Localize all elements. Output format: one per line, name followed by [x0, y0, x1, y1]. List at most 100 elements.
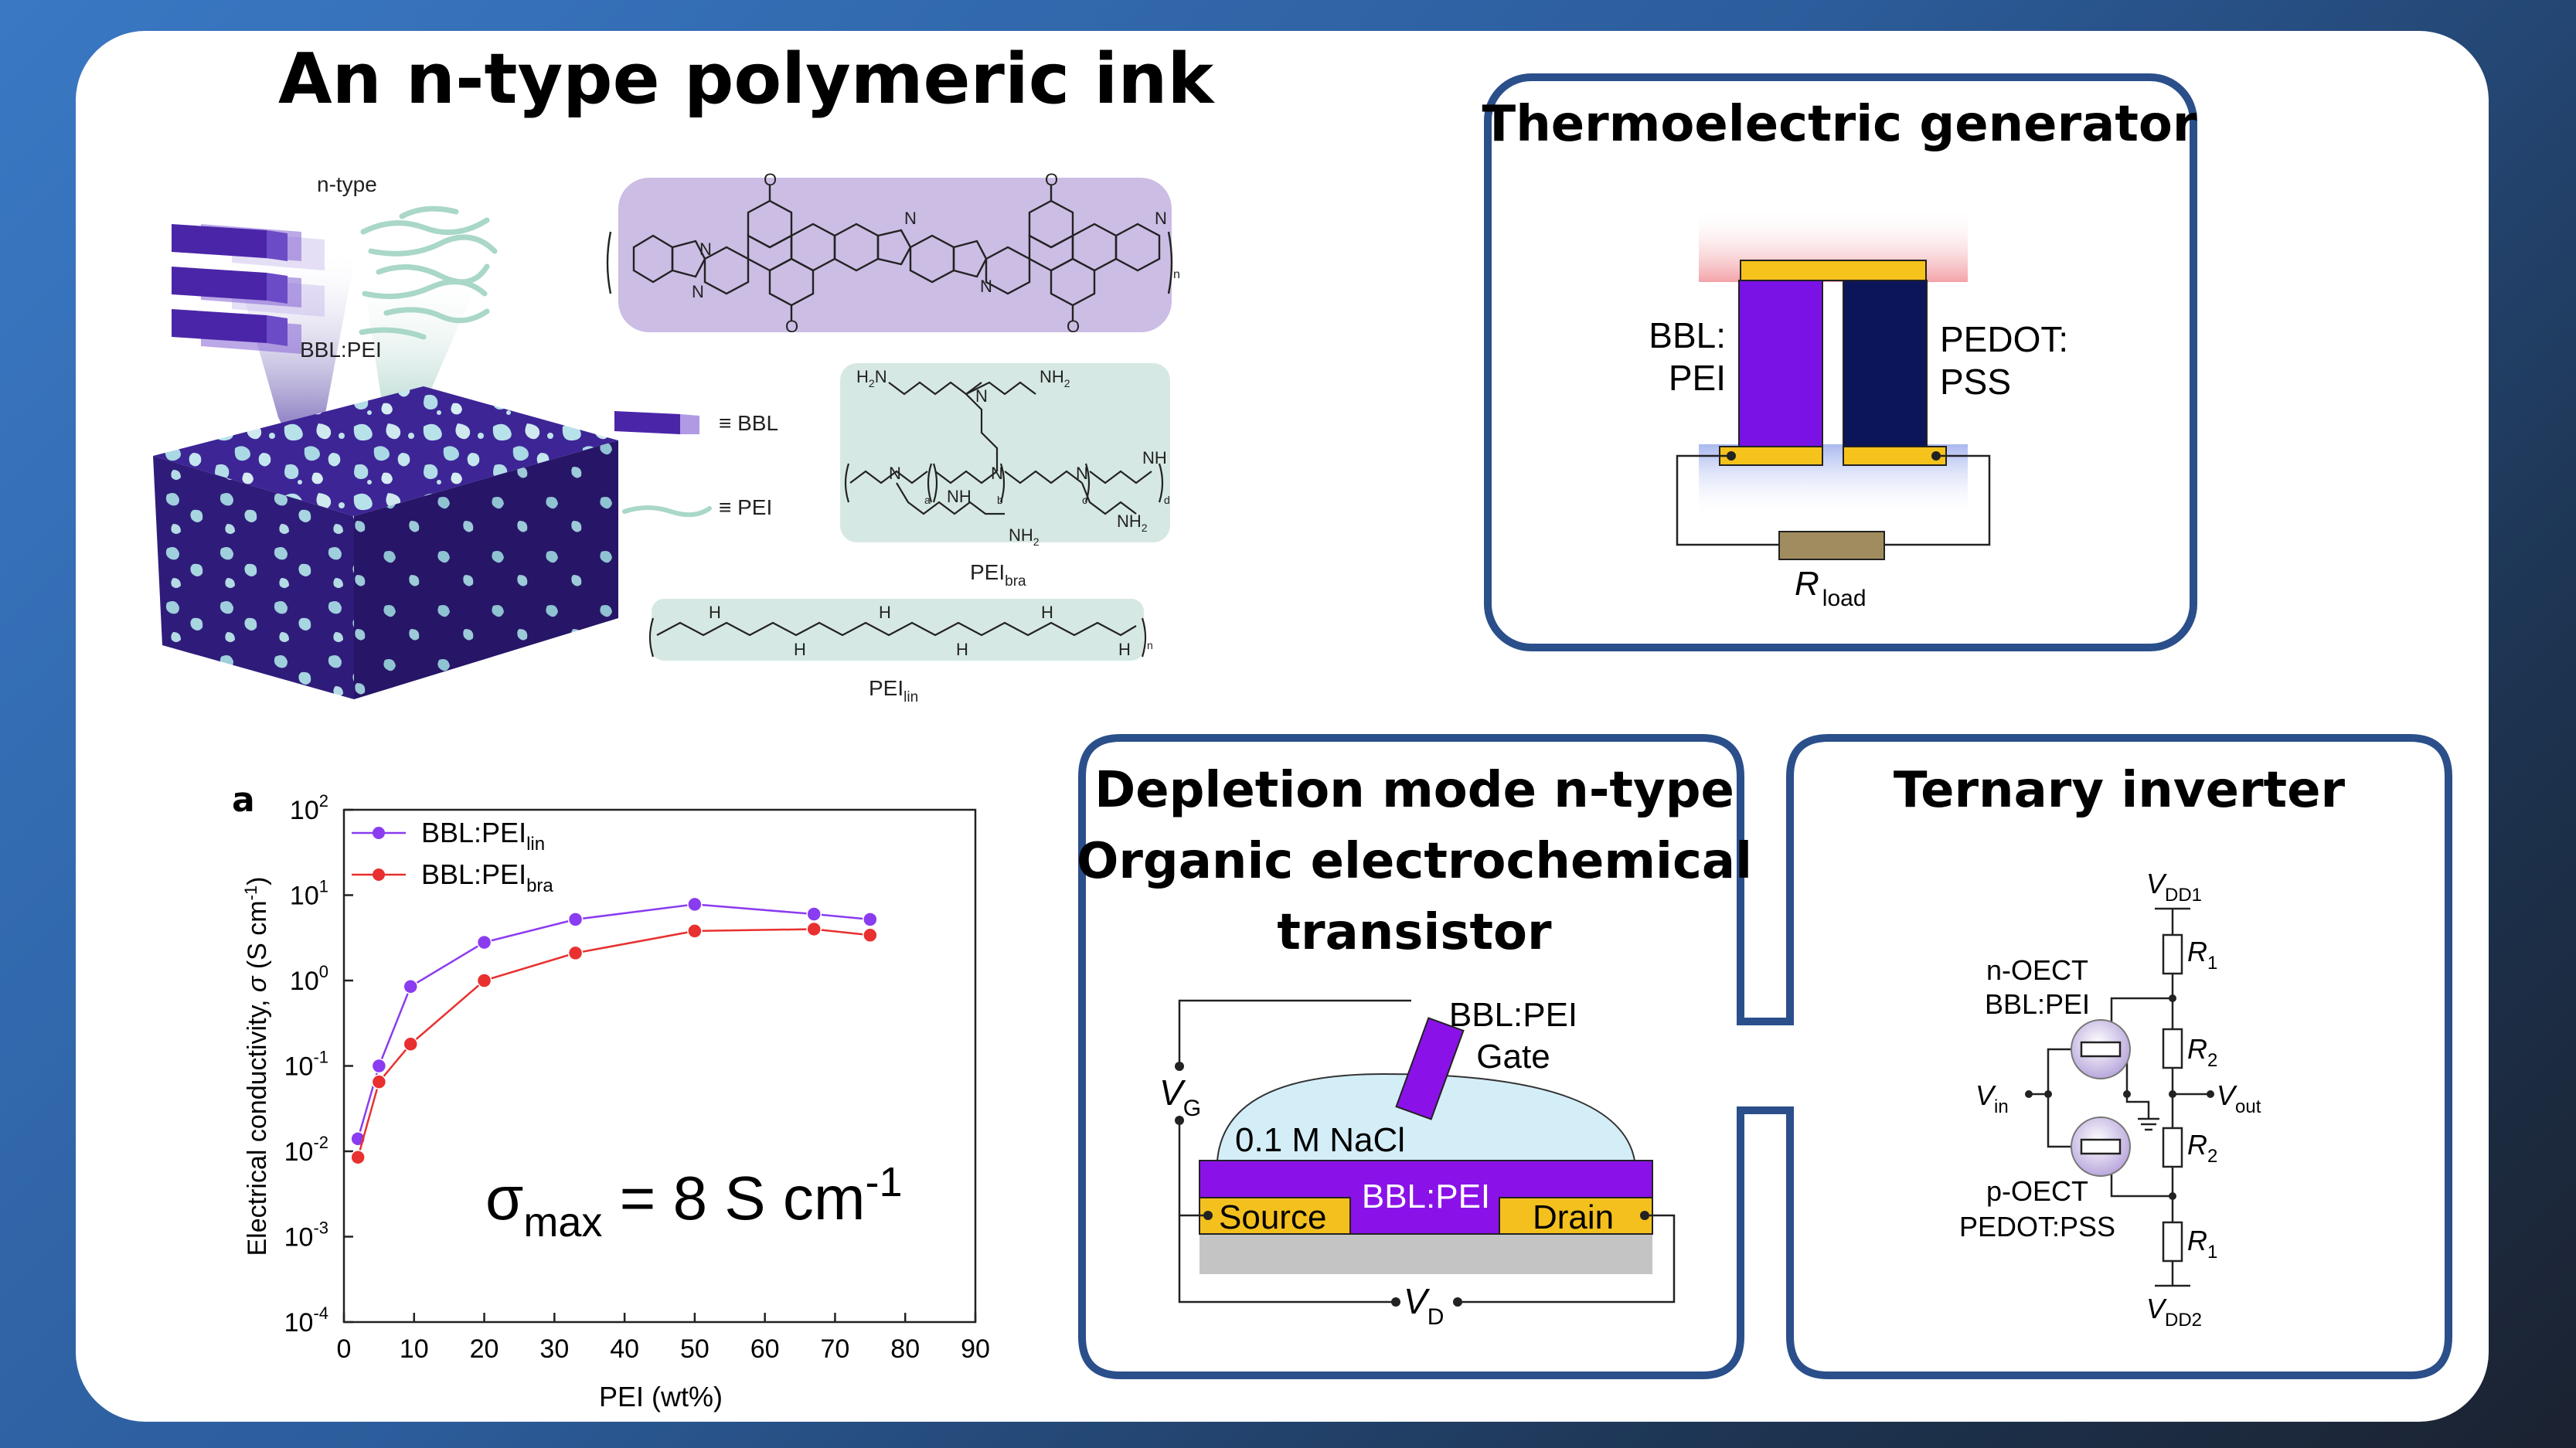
- teg-left-label-1: BBL:: [1649, 315, 1726, 355]
- x-tick-label: 90: [961, 1334, 990, 1364]
- source-label: Source: [1219, 1198, 1326, 1236]
- legend-series-1: BBL:PEIlin: [421, 817, 545, 855]
- x-tick-label: 20: [470, 1334, 499, 1364]
- pei-strands-icon: [359, 206, 498, 340]
- bottom-contact-right: [1843, 446, 1947, 466]
- atom-n-pei-4: N: [1076, 464, 1088, 483]
- r1-top: [2162, 933, 2183, 975]
- atom-nh2-3: NH2: [1117, 512, 1148, 534]
- series-1-line: [356, 903, 870, 1140]
- atom-o-3: O: [1045, 170, 1058, 189]
- atom-h-lin-1: H: [709, 603, 721, 622]
- atom-h-lin-6: H: [1118, 640, 1131, 659]
- r1-bottom-label: R1: [2187, 1225, 2217, 1263]
- subscript-d: d: [1164, 494, 1170, 506]
- channel-label: BBL:PEI: [1362, 1178, 1490, 1215]
- gate-label-1: BBL:PEI: [1449, 996, 1577, 1034]
- sigma-max-annotation: σmax = 8 S cm-1: [485, 1159, 903, 1246]
- chart-legend: BBL:PEIlin BBL:PEIbra: [352, 817, 553, 896]
- pei-bra-label: PEIbra: [970, 560, 1026, 590]
- atom-n-4: N: [1155, 209, 1167, 228]
- r2-top-label: R2: [2187, 1033, 2217, 1071]
- x-tick-label: 40: [610, 1334, 639, 1364]
- series-2-point: [687, 923, 703, 939]
- n-leg-bbl-pei: [1738, 280, 1823, 447]
- substrate: [1200, 1234, 1652, 1274]
- atom-nh2-1: NH2: [1040, 367, 1070, 389]
- atom-o-2: O: [785, 317, 798, 336]
- load-resistor: [1778, 531, 1885, 560]
- gate-label-2: Gate: [1476, 1038, 1550, 1076]
- atom-n-pei-3: N: [991, 464, 1003, 483]
- teg-right-label-2: PSS: [1940, 362, 2011, 402]
- x-tick-label: 70: [821, 1334, 850, 1364]
- vout-label: Vout: [2217, 1079, 2261, 1117]
- teg-wire: [1676, 454, 1779, 546]
- x-axis-label: PEI (wt%): [599, 1381, 723, 1412]
- inverter-panel: Ternary inverter: [1894, 762, 2346, 1331]
- subscript-b: b: [997, 494, 1003, 506]
- atom-nh2-2: NH2: [1009, 525, 1040, 548]
- series-2-point: [567, 945, 584, 961]
- series-1-point: [863, 912, 878, 927]
- vd-label: VD: [1404, 1281, 1444, 1330]
- bbl-stacks-icon: [172, 224, 325, 354]
- p-oect-symbol: [2071, 1117, 2131, 1177]
- atom-n-1: N: [699, 240, 712, 259]
- series-1-point: [371, 1058, 387, 1074]
- p-oect-label-1: p-OECT: [1986, 1175, 2088, 1207]
- r2-bottom: [2162, 1127, 2183, 1168]
- n-oect-label-2: BBL:PEI: [1985, 988, 2090, 1020]
- y-tick-label: 10-4: [284, 1304, 328, 1338]
- p-oect-label-2: PEDOT:PSS: [1959, 1211, 2115, 1242]
- x-tick-label: 10: [400, 1334, 429, 1364]
- n-oect-symbol: [2071, 1019, 2131, 1079]
- series-2-point: [350, 1150, 366, 1165]
- oect-title-line-3: transistor: [1277, 904, 1552, 961]
- r2-bottom-label: R2: [2187, 1129, 2217, 1167]
- ink-illustration: n-type BBL:PEI: [153, 172, 618, 699]
- r1-top-label: R1: [2187, 936, 2217, 974]
- r2-top: [2162, 1028, 2183, 1069]
- atom-nh-pei-2: NH: [947, 487, 972, 506]
- series-2-point: [863, 927, 878, 943]
- x-tick-label: 60: [750, 1334, 780, 1364]
- atom-n-3: N: [980, 277, 992, 296]
- y-tick-label: 101: [290, 877, 328, 911]
- vin-label: Vin: [1975, 1079, 2009, 1117]
- material-legend: ≡ BBL ≡ PEI: [614, 411, 778, 519]
- pei-legend-icon: [622, 505, 712, 518]
- bbl-structure: O O O O N N N N N n: [606, 170, 1180, 336]
- x-tick-label: 30: [539, 1334, 569, 1364]
- series-1-point: [806, 906, 822, 922]
- y-tick-label: 102: [290, 791, 328, 825]
- pei-linear-structure: H H H H H H n PEIlin: [648, 599, 1153, 705]
- top-contact: [1740, 260, 1927, 281]
- main-title: An n-type polymeric ink: [278, 39, 1215, 120]
- bbl-legend-icon: [614, 411, 680, 434]
- atom-o-4: O: [1067, 317, 1080, 336]
- series-1-point: [403, 979, 418, 994]
- y-tick-label: 10-3: [284, 1219, 328, 1253]
- n-oect-label-1: n-OECT: [1986, 954, 2088, 986]
- subscript-a: a: [924, 494, 931, 506]
- p-leg-pedot-pss: [1843, 280, 1928, 447]
- x-tick-label: 50: [680, 1334, 710, 1364]
- bbl-pei-blend-label: BBL:PEI: [300, 338, 382, 362]
- teg-right-label-1: PEDOT:: [1940, 319, 2068, 359]
- pei-lin-label: PEIlin: [869, 676, 918, 705]
- drain-label: Drain: [1533, 1198, 1614, 1236]
- electrolyte-label: 0.1 M NaCl: [1235, 1121, 1405, 1159]
- atom-h-lin-5: H: [1041, 603, 1053, 622]
- y-axis-label: Electrical conductivity, σ (S cm-1): [241, 876, 272, 1256]
- oect-title-line-1: Depletion mode n-type: [1094, 762, 1734, 819]
- atom-nh-pei-1: NH: [1142, 448, 1167, 467]
- vg-label: VG: [1159, 1072, 1201, 1121]
- series-layer: [350, 896, 878, 1165]
- x-tick-label: 80: [890, 1334, 920, 1364]
- n-type-label: n-type: [317, 172, 377, 196]
- atom-h-lin-4: H: [956, 640, 968, 659]
